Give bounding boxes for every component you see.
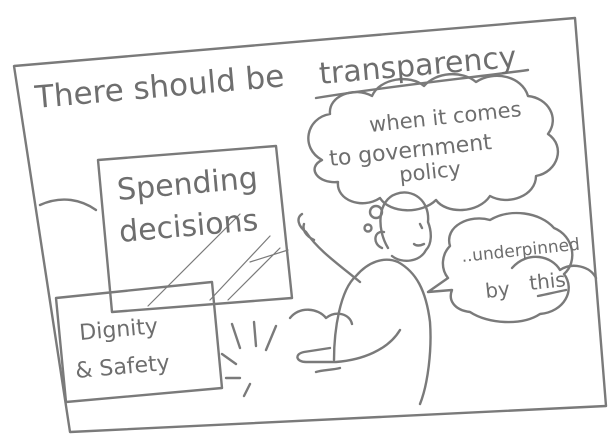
sign-text-line1: Dignity xyxy=(78,314,159,346)
background-cloud-right xyxy=(510,255,598,280)
person-eye xyxy=(418,222,424,230)
sign-text-line2: & Safety xyxy=(74,351,170,384)
background-cloud-middle xyxy=(288,308,354,326)
bubble-text-keyword: this xyxy=(528,267,567,295)
board-sheen xyxy=(147,213,289,307)
speech-keyword-underline xyxy=(536,288,568,298)
cloud-text-line1: when it comes xyxy=(368,97,523,137)
person-body xyxy=(332,258,432,406)
dignity-sign xyxy=(54,280,224,404)
card-border xyxy=(12,16,608,434)
person-head xyxy=(379,191,432,262)
sketch-text: There should be transparency when it com… xyxy=(33,40,581,384)
background-cloud-left xyxy=(38,198,98,212)
sparkle-rays xyxy=(220,320,278,398)
sketch-drawing xyxy=(12,16,608,434)
board-text-line2: decisions xyxy=(118,203,260,250)
person-mouth xyxy=(412,242,426,247)
person-arm-raised xyxy=(297,212,362,284)
thought-bubble-small xyxy=(363,223,373,233)
decisions-board xyxy=(96,144,294,314)
heading-prefix: There should be xyxy=(33,58,286,116)
person-arm-pointing xyxy=(296,328,402,374)
thought-cloud xyxy=(307,73,559,212)
speech-bubble xyxy=(426,211,574,324)
bubble-text-line2: by xyxy=(484,277,511,303)
person-ear xyxy=(374,230,386,250)
board-text-line1: Spending xyxy=(116,161,260,208)
cloud-text-line3: policy xyxy=(398,157,462,187)
